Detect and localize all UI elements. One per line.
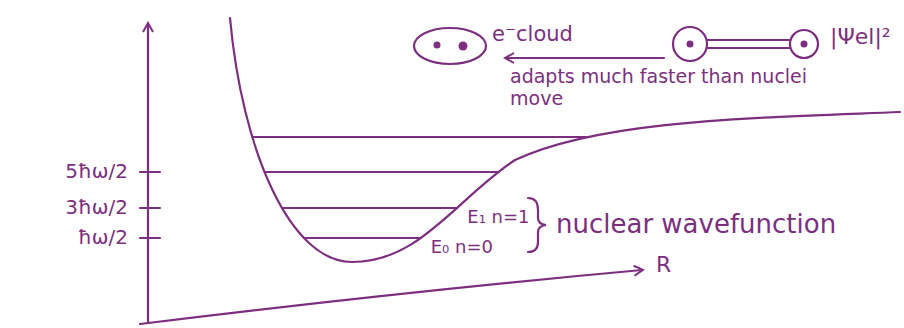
adapt-arrow (506, 57, 664, 59)
nucleus-lobe (790, 30, 818, 58)
axis-label: R (656, 252, 671, 277)
nucleus-lobe (673, 27, 707, 61)
nucleus-dot (801, 41, 808, 48)
brace (528, 198, 546, 252)
energy-level (282, 207, 457, 209)
energy-levels (252, 137, 587, 238)
level-label: E₀ n=0 (431, 237, 493, 258)
potential-curve (230, 18, 900, 262)
r-axis (140, 270, 642, 324)
density-label: |Ψel|² (830, 24, 891, 49)
level-label: E₁ n=1 (467, 207, 529, 228)
brace-label: nuclear wavefunction (556, 210, 836, 240)
dumbbell-bar (707, 40, 790, 48)
axis-ticks (140, 172, 160, 238)
electron-cloud (414, 28, 486, 64)
nucleus-dot (434, 42, 441, 49)
cloud-label: e⁻cloud (492, 22, 573, 46)
note-text: adapts much faster than nuclei move (510, 66, 840, 110)
energy-level (265, 171, 499, 173)
energy-value: 3ħω/2 (65, 196, 128, 219)
energy-level (304, 237, 421, 239)
energy-level (252, 136, 587, 138)
nucleus-dot (687, 41, 694, 48)
energy-value: ħω/2 (78, 226, 128, 249)
nucleus-dot (459, 42, 468, 51)
energy-value: 5ħω/2 (65, 160, 128, 183)
